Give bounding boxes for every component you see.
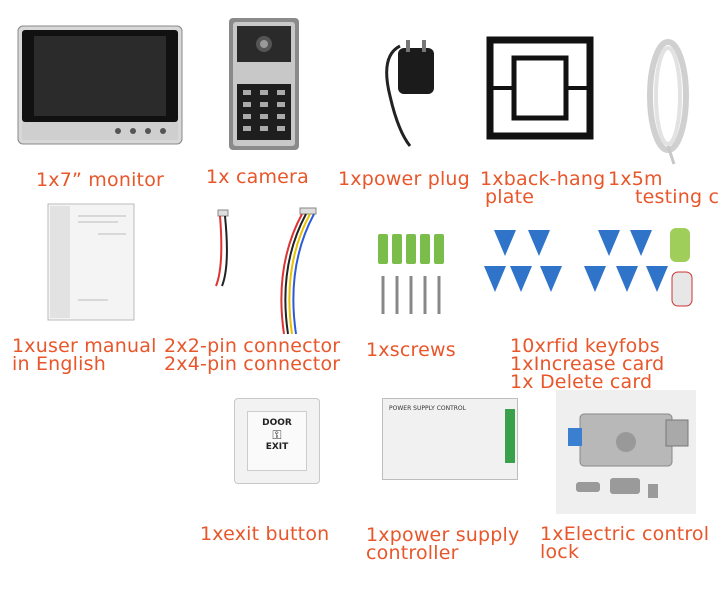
power-supply-label-line2: controller [366, 542, 459, 564]
exit-button-label: 1xexit button [200, 523, 330, 545]
exit-sign-exit-text: EXIT [265, 442, 289, 452]
exit-sign-panel: DOOR ⚿ EXIT [247, 411, 307, 471]
monitor-image [17, 25, 183, 145]
keyfobs-label-line2: 1xIncrease card [510, 353, 665, 375]
power-supply-panel-title: POWER SUPPLY CONTROL [389, 405, 466, 412]
electric-lock-image [556, 390, 696, 514]
power-supply-label-line1: 1xpower supply [366, 524, 520, 546]
power-plug-image [385, 40, 434, 147]
cable-image [647, 39, 689, 165]
power-supply-image: POWER SUPPLY CONTROL [382, 398, 518, 480]
power-supply-terminal [505, 409, 515, 463]
monitor-label: 1x7” monitor [36, 169, 165, 191]
cable-label-line2: testing cabl [635, 186, 720, 208]
user-manual-label-line2: in English [12, 353, 106, 375]
electric-lock-label-line1: 1xElectric control [540, 523, 710, 545]
user-manual-image [47, 203, 135, 321]
power-plug-label: 1xpower plug [338, 168, 470, 190]
camera-label: 1x camera [206, 166, 309, 188]
back-plate-image [486, 36, 594, 140]
camera-image [229, 18, 299, 150]
screws-image [378, 234, 444, 314]
exit-button-image: DOOR ⚿ EXIT [234, 398, 320, 484]
key-icon: ⚿ [272, 428, 282, 442]
screws-label: 1xscrews [366, 339, 456, 361]
back-plate-label-line2: plate [485, 186, 535, 208]
exit-sign-door-text: DOOR [262, 418, 292, 428]
back-plate-label-line1: 1xback-hang [480, 168, 606, 190]
connectors-image [215, 207, 317, 335]
keyfobs-image [484, 228, 693, 307]
keyfobs-label-line1: 10xrfid keyfobs [510, 335, 660, 357]
keyfobs-label-line3: 1x Delete card [510, 371, 653, 393]
user-manual-label-line1: 1xuser manual [12, 335, 157, 357]
electric-lock-label-line2: lock [540, 541, 580, 563]
connectors-label-line1: 2x2-pin connector [164, 335, 341, 357]
connectors-label-line2: 2x4-pin connector [164, 353, 341, 375]
cable-label-line1: 1x5m [608, 168, 663, 190]
